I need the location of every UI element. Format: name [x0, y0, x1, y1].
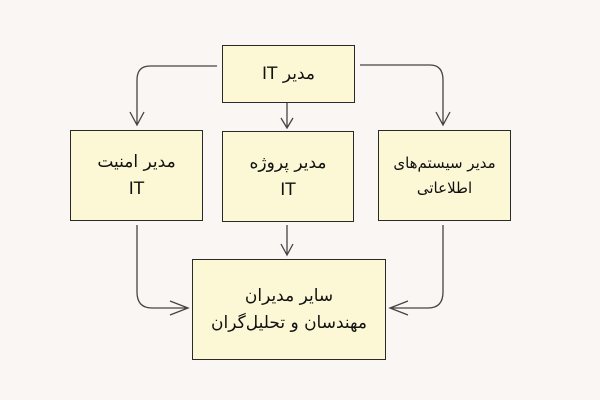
arrow-project-to-others: [280, 225, 294, 257]
node-label: مدیر امنیت: [97, 151, 176, 172]
node-label: IT: [280, 179, 296, 200]
node-project-manager: مدیر پروژه IT: [222, 131, 354, 222]
node-label: اطلاعاتی: [416, 178, 473, 197]
node-label: IT: [128, 178, 145, 199]
arrow-security-to-others: [136, 225, 190, 316]
arrow-it-to-project: [280, 103, 294, 130]
node-other-managers: سایر مدیران مهندسان و تحلیل‌گران: [192, 259, 386, 360]
node-label: مهندسان و تحلیل‌گران: [211, 312, 367, 333]
node-it-manager: مدیر IT: [222, 45, 355, 103]
node-label: مدیر سیستم‌های: [393, 153, 496, 172]
arrow-it-to-security: [129, 65, 217, 127]
node-is-manager: مدیر سیستم‌های اطلاعاتی: [378, 130, 511, 221]
node-label: سایر مدیران: [244, 285, 334, 306]
node-label: مدیر پروژه: [249, 152, 327, 173]
arrow-it-to-is: [360, 64, 451, 127]
arrow-is-to-others: [388, 225, 444, 316]
node-label: مدیر IT: [262, 63, 315, 84]
node-security-manager: مدیر امنیت IT: [70, 130, 203, 221]
